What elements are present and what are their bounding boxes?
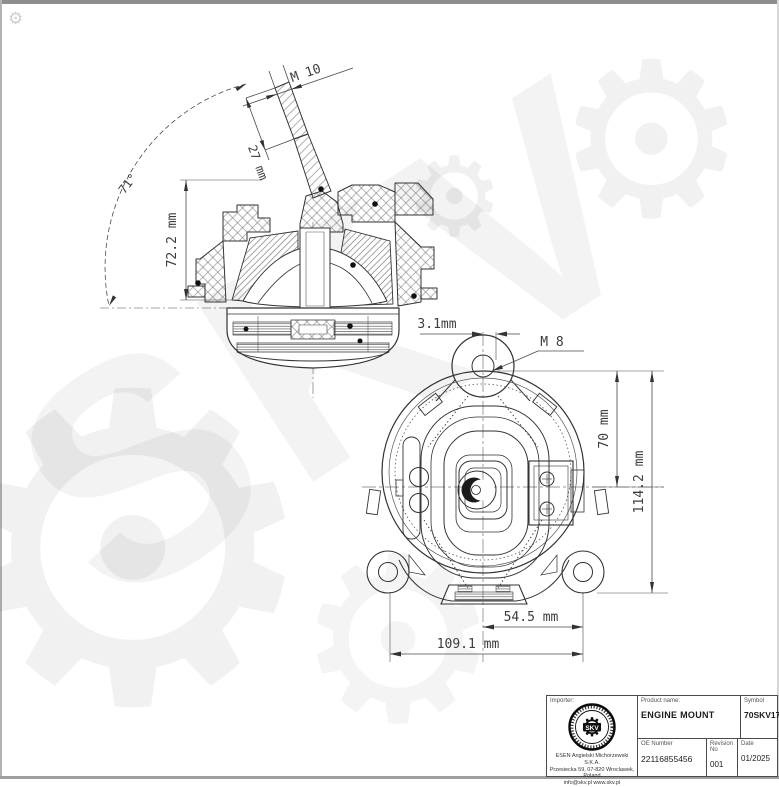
gear-watermark-icon: ⚙ [8,9,23,28]
right-bracket [528,460,585,526]
address-line: Przesiecka 59, 07-820 Wroclawek, Poland [549,766,635,780]
dim-overall-width-label: 109.1 mm [437,637,500,652]
importer-address: ESEN Angielski Michorzewski S.K.A. Przes… [548,753,636,787]
page-edge-bottom [0,776,779,779]
weld-ribs [423,395,543,589]
title-block-product-cell: Product name: ENGINE MOUNT [638,696,741,739]
gear-watermark-icon: ⚙ [295,512,501,769]
section-dots [195,186,417,344]
address-line: ESEN Angielski Michorzewski S.K.A. [555,753,629,766]
symbol-value: 70SKV170 [744,710,779,720]
front-view [362,332,664,662]
revision-value: 001 [710,760,724,769]
title-block-importer-cell: Importer: ⚙ SKV ESEN Angielski Michorzew… [547,696,638,786]
dim-stud-angle-label: 71° [116,171,140,197]
center-shaft [457,470,497,510]
title-block-symbol-cell: Symbol 70SKV170 [741,696,779,739]
page-edge-top [0,0,779,4]
engine-mount-technical-drawing: M 10 27 mm 71° 72.2 mm [100,62,668,662]
oe-number-label: OE Number [641,741,673,747]
dim-overall-height-label: 114.2 mm [632,451,647,514]
side-view-dimensions [100,64,354,309]
importer-label: Importer: [550,698,575,704]
rubber-window [420,405,550,579]
left-holes [395,436,429,540]
date-value: 01/2025 [741,754,770,763]
skv-logo: ⚙ SKV [568,703,616,751]
oe-number-value: 22116855456 [641,754,693,764]
threaded-stud [274,81,332,199]
product-name-value: ENGINE MOUNT [641,710,715,720]
dim-lug-thread-label: M 8 [540,335,563,350]
symbol-label: Symbol [744,698,765,704]
dim-center-offset-label: 3.1mm [417,317,456,332]
hydraulic-chamber [226,307,400,369]
date-label: Date [741,741,754,747]
front-view-dimensions [389,331,668,662]
gear-watermark-icon: ⚙ [555,20,748,261]
dim-mount-height-label: 72.2 mm [165,212,180,267]
title-block-revision-cell: Revision No 001 [707,739,738,776]
mounting-feet [366,550,605,605]
address-line: info@skv.pl www.skv.pl [563,780,621,787]
gear-watermark-icon: ⚙ [0,312,326,779]
housing-section [187,182,438,307]
side-section-view [187,81,438,398]
rim-clips [365,392,610,516]
dim-upper-height-label: 70 mm [597,409,612,448]
page-edge-right [777,0,779,779]
page-edge-left [0,0,2,779]
product-name-label: Product name: [641,698,681,704]
revision-label: Revision No [710,741,734,753]
title-block-date-cell: Date 01/2025 [738,739,778,776]
title-block-oe-cell: OE Number 22116855456 [638,739,707,776]
title-block: Importer: ⚙ SKV ESEN Angielski Michorzew… [546,695,779,786]
dim-stud-thread-label: M 10 [289,62,323,86]
logo-text: SKV [585,725,599,732]
dim-half-width-label: 54.5 mm [504,610,559,625]
